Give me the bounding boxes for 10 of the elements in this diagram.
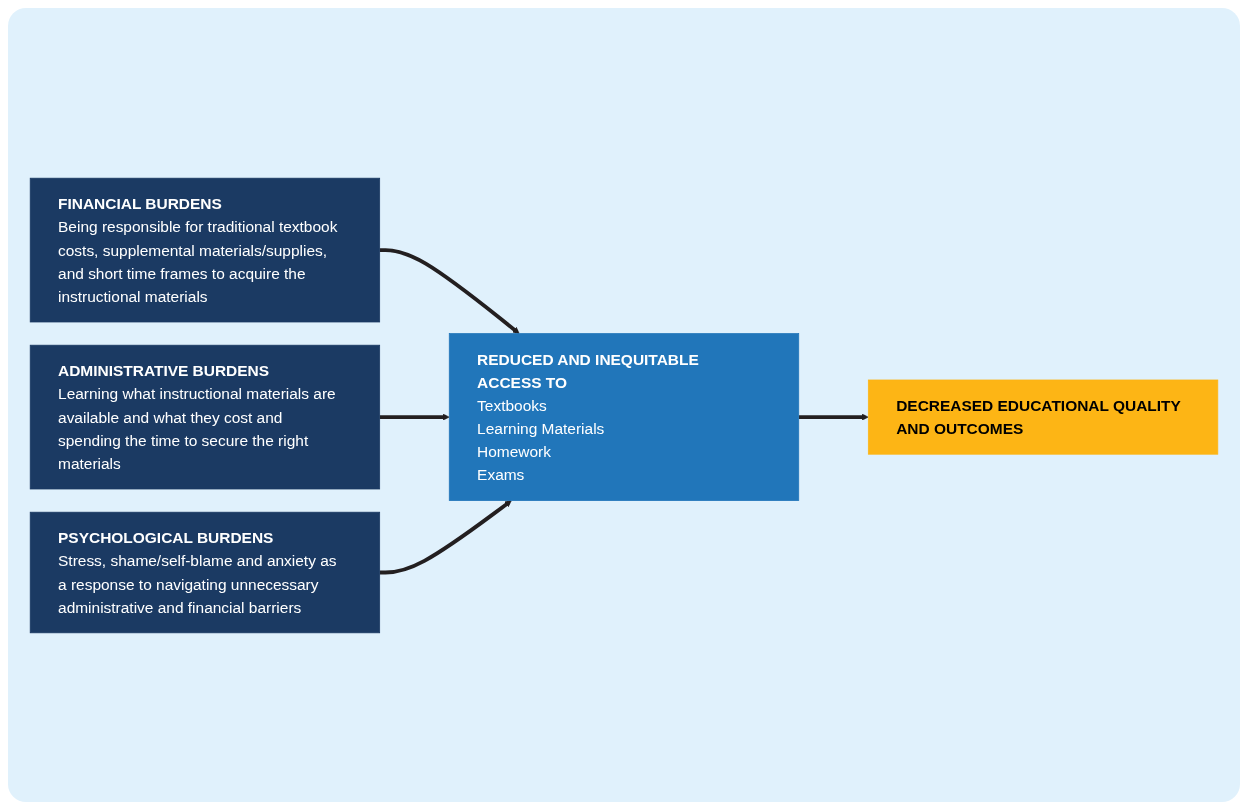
- node-box: [29, 511, 381, 633]
- arrow: [798, 413, 869, 420]
- node-box: [29, 344, 381, 489]
- panel-background: FINANCIAL BURDENS Being responsible for traditional textbook costs, supplemental materials/supplies, and short time frames to acquire the instructional materials ADMINISTRATIVE BURDENS Learning what instructional materials are available and what they cost and spending the time to secure the right materials PSYCHOLOGICAL BURDENS Stress, shame/self-blame and anxiety as a response to navigating unnecessary administrative and financial barriers REDUCED AND INEQUITABLE ACCESS TO Textbooks Learning Materials Homework Exams DECREASED EDUCATIONAL QUALITY AND OUTCOMES: [8, 8, 1240, 802]
- arrow: [379, 413, 450, 420]
- node-box: [448, 332, 800, 501]
- node-box: [29, 177, 381, 322]
- arrow: [379, 247, 520, 334]
- arrow: [379, 499, 512, 574]
- node-box: [867, 379, 1219, 455]
